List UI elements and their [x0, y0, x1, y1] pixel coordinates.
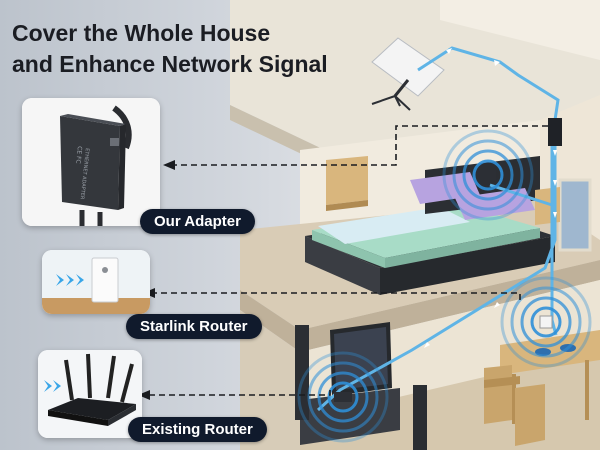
starlink-router-icon [42, 250, 150, 314]
starlink-router-card [42, 250, 150, 314]
adapter-card: ETHERNET ADAPTER CE FC [22, 98, 160, 226]
dining-chair [484, 365, 512, 424]
callout-label-existing-router: Existing Router [128, 417, 267, 442]
ethernet-adapter-icon: ETHERNET ADAPTER CE FC [22, 98, 160, 226]
signal-rings-living [297, 351, 389, 443]
callout-label-starlink-router: Starlink Router [126, 314, 262, 339]
headline-line-2: and Enhance Network Signal [12, 51, 328, 77]
wifi-router-icon [38, 350, 142, 438]
existing-router-card [38, 350, 142, 438]
speaker-left [295, 325, 309, 420]
headline: Cover the Whole House and Enhance Networ… [12, 18, 372, 80]
starlink-dish [371, 37, 445, 111]
callout-label-adapter: Our Adapter [140, 209, 255, 234]
leader-lines [150, 125, 548, 396]
signal-rings-dining [500, 276, 592, 368]
cable-arrows [424, 48, 557, 348]
bed-mattress [312, 206, 540, 258]
svg-text:CE FC: CE FC [74, 146, 83, 164]
headline-line-1: Cover the Whole House [12, 20, 271, 46]
svg-text:ETHERNET ADAPTER: ETHERNET ADAPTER [79, 148, 90, 200]
speaker-right [413, 385, 427, 450]
signal-rings-bedroom [442, 129, 534, 221]
adapter-on-wall [548, 118, 562, 146]
